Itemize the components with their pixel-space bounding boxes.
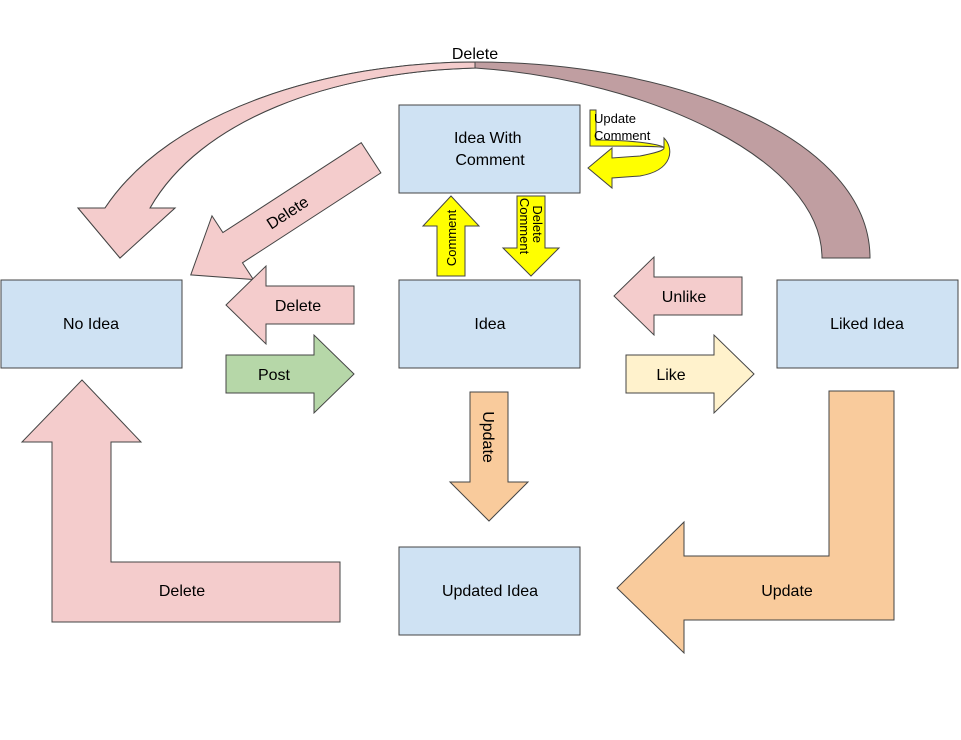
delete-comment-line1: Delete bbox=[530, 205, 545, 243]
update-big-arrow[interactable]: Update bbox=[616, 390, 895, 655]
state-idea[interactable]: Idea bbox=[398, 279, 581, 369]
update-comment-arrow[interactable]: Update Comment bbox=[587, 109, 671, 190]
delete-comment-arrow[interactable]: Delete Comment bbox=[501, 195, 561, 277]
post-arrow[interactable]: Post bbox=[225, 333, 355, 415]
update-comment-line1: Update bbox=[594, 111, 636, 126]
state-updated-idea[interactable]: Updated Idea bbox=[398, 546, 581, 636]
update-down-label: Update bbox=[479, 411, 496, 463]
delete-big-arrow[interactable]: Delete bbox=[20, 379, 341, 623]
state-no-idea[interactable]: No Idea bbox=[0, 279, 183, 369]
delete-comment-label: Delete Comment bbox=[517, 198, 545, 255]
delete-arrow[interactable]: Delete bbox=[225, 264, 355, 346]
unlike-arrow[interactable]: Unlike bbox=[613, 255, 743, 337]
state-updated-idea-label: Updated Idea bbox=[442, 583, 538, 600]
post-label: Post bbox=[258, 367, 291, 384]
state-idea-with-comment-label: Idea With Comment bbox=[454, 130, 526, 169]
comment-label: Comment bbox=[444, 209, 459, 266]
unlike-label: Unlike bbox=[662, 289, 707, 306]
update-comment-line2: Comment bbox=[594, 128, 651, 143]
update-down-arrow[interactable]: Update bbox=[448, 391, 530, 522]
top-delete-arrow-tail bbox=[76, 61, 476, 259]
state-idea-with-comment-line2: Comment bbox=[455, 152, 525, 169]
comment-arrow[interactable]: Comment bbox=[421, 195, 481, 277]
delete-big-label: Delete bbox=[159, 583, 205, 600]
top-delete-label: Delete bbox=[452, 46, 498, 63]
delete-comment-line2: Comment bbox=[517, 198, 532, 255]
update-big-label: Update bbox=[761, 583, 813, 600]
delete-label: Delete bbox=[275, 298, 321, 315]
state-idea-label: Idea bbox=[474, 316, 505, 333]
state-liked-idea-label: Liked Idea bbox=[830, 316, 904, 333]
like-label: Like bbox=[656, 367, 685, 384]
state-idea-with-comment[interactable]: Idea With Comment bbox=[398, 104, 581, 194]
like-arrow[interactable]: Like bbox=[625, 333, 755, 415]
state-idea-with-comment-line1: Idea With bbox=[454, 130, 522, 147]
state-liked-idea[interactable]: Liked Idea bbox=[776, 279, 959, 369]
diag-delete-arrow[interactable]: Delete bbox=[170, 126, 392, 307]
update-comment-label: Update Comment bbox=[594, 111, 651, 143]
state-no-idea-label: No Idea bbox=[63, 316, 119, 333]
